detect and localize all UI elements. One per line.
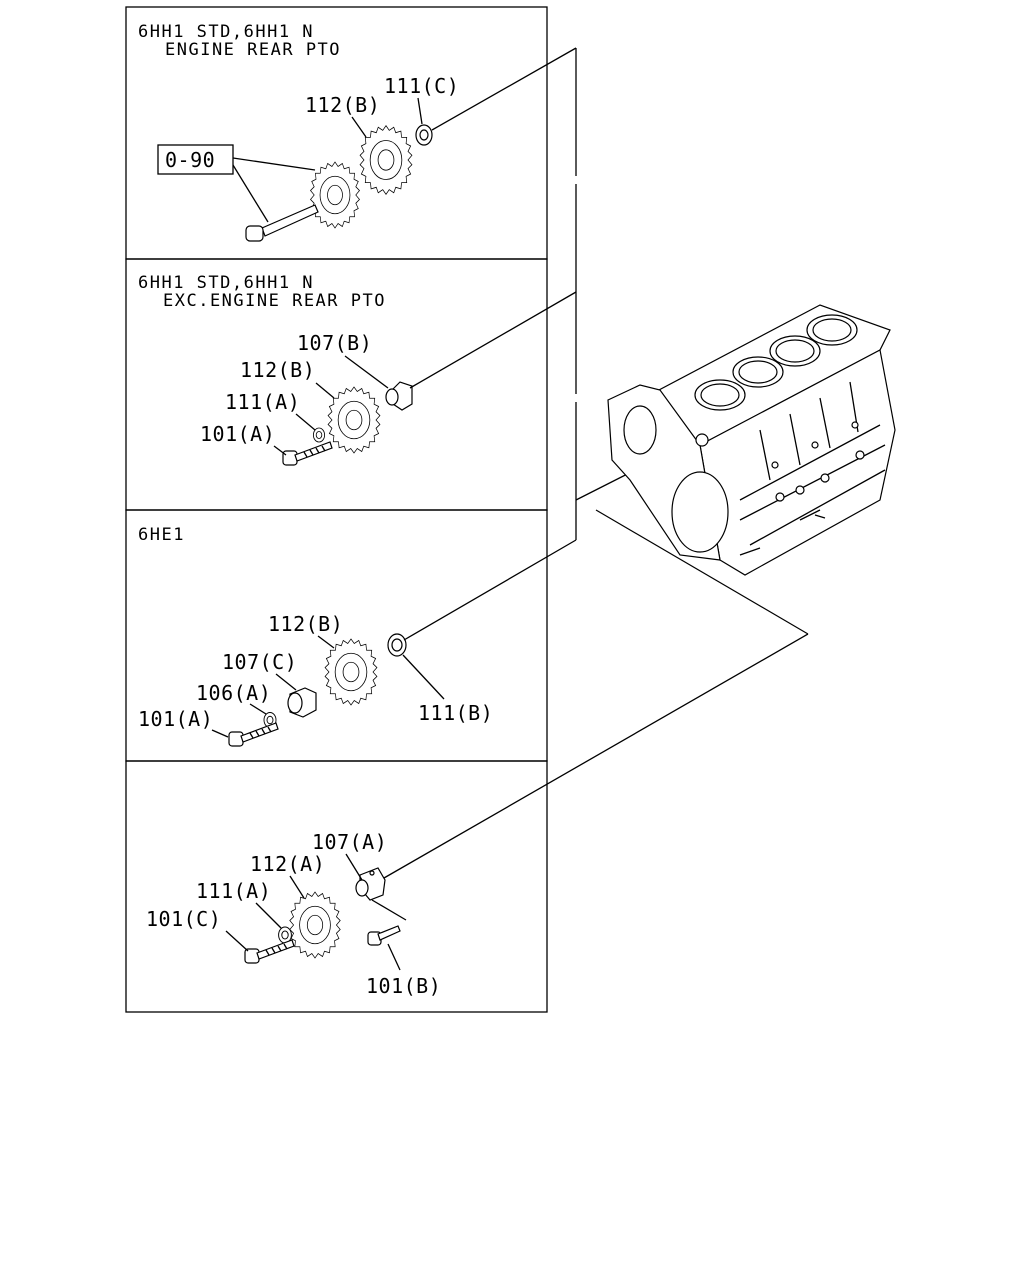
gear-112b: [327, 386, 381, 454]
label-shaft-107b: 107(B): [297, 331, 372, 355]
leader-washer: [417, 97, 423, 125]
panel-exc-engine-rear-pto: 6HH1 STD,6HH1 N EXC.ENGINE REAR PTO 107(…: [125, 258, 577, 511]
leader-bolt-b-2: [371, 899, 407, 921]
panel-4-frame: [125, 760, 548, 1013]
panel-1-header-line1: 6HH1 STD,6HH1 N: [138, 22, 314, 42]
panel-6he1: 6HE1 112(B) 107(C) 106(A) 101(A) 111(B): [125, 509, 577, 762]
label-shaft-107c: 107(C): [222, 650, 297, 674]
label-washer-111c: 111(C): [384, 74, 459, 98]
label-washer-111a: 111(A): [225, 390, 300, 414]
leader-shaft: [345, 853, 363, 881]
label-washer-111b: 111(B): [418, 701, 493, 725]
panel-4: 107(A) 112(A) 111(A) 101(C) 101(B): [125, 633, 809, 1013]
bolt-101a: [282, 441, 333, 466]
ref-leader-bolt: [232, 164, 269, 223]
panel-1-header-line2: ENGINE REAR PTO: [165, 40, 341, 60]
leader-shaft: [275, 673, 297, 691]
leader-gear: [289, 875, 305, 899]
flow-line-1: [431, 47, 577, 131]
leader-gear: [317, 635, 335, 649]
panel-2-header-line1: 6HH1 STD,6HH1 N: [138, 273, 314, 293]
gear-112b: [324, 638, 378, 706]
leader-washer: [249, 703, 267, 715]
leader-gear: [315, 382, 335, 399]
panel-engine-rear-pto: 6HH1 STD,6HH1 N ENGINE REAR PTO 0-90 112…: [125, 6, 577, 260]
bolt-101b: [367, 925, 401, 946]
shaft-107a: [355, 867, 386, 901]
label-bolt-101b: 101(B): [366, 974, 441, 998]
leader-washer: [295, 413, 316, 431]
shaft-107b: [385, 381, 413, 411]
ref-box: [157, 144, 234, 175]
shaft-107c: [287, 687, 317, 718]
label-gear-112b: 112(B): [268, 612, 343, 636]
washer-111b: [387, 633, 407, 657]
ref-box-label: 0-90: [165, 148, 215, 172]
bolt-101c: [244, 939, 295, 964]
ref-leader-gear: [232, 157, 316, 171]
engine-block-illustration: [595, 304, 896, 635]
label-bolt-101a: 101(A): [138, 707, 213, 731]
label-gear-112a: 112(A): [250, 852, 325, 876]
leader-bolt-b: [387, 943, 401, 971]
gear-112a: [289, 891, 341, 959]
washer-111a: [312, 427, 326, 443]
gear-112b: [359, 125, 413, 195]
leader-shaft: [344, 355, 389, 389]
label-gear-112b: 112(B): [305, 93, 380, 117]
flow-line-3: [403, 539, 577, 641]
leader-washer-b: [402, 654, 445, 700]
washer-111c: [415, 124, 433, 146]
label-gear-112b: 112(B): [240, 358, 315, 382]
leader-bolt: [273, 445, 287, 456]
leader-bolt-c: [225, 930, 249, 952]
connector-bracket: [575, 48, 666, 540]
label-shaft-107a: 107(A): [312, 830, 387, 854]
engine-base-line: [595, 509, 809, 635]
label-bolt-101a: 101(A): [200, 422, 275, 446]
leader-gear: [351, 116, 367, 138]
leader-washer: [255, 902, 282, 929]
flow-line-2: [409, 291, 577, 389]
panel-2-header-line2: EXC.ENGINE REAR PTO: [163, 291, 386, 311]
bolt-head: [245, 225, 264, 242]
panel-3-header: 6HE1: [138, 525, 185, 545]
idle-gear-with-shaft: [245, 161, 360, 242]
label-bolt-101c: 101(C): [146, 907, 221, 931]
leader-bolt: [211, 729, 229, 738]
label-washer-111a: 111(A): [196, 879, 271, 903]
label-washer-106a: 106(A): [196, 681, 271, 705]
bolt-101a: [228, 722, 279, 747]
flow-line-4: [383, 633, 809, 879]
